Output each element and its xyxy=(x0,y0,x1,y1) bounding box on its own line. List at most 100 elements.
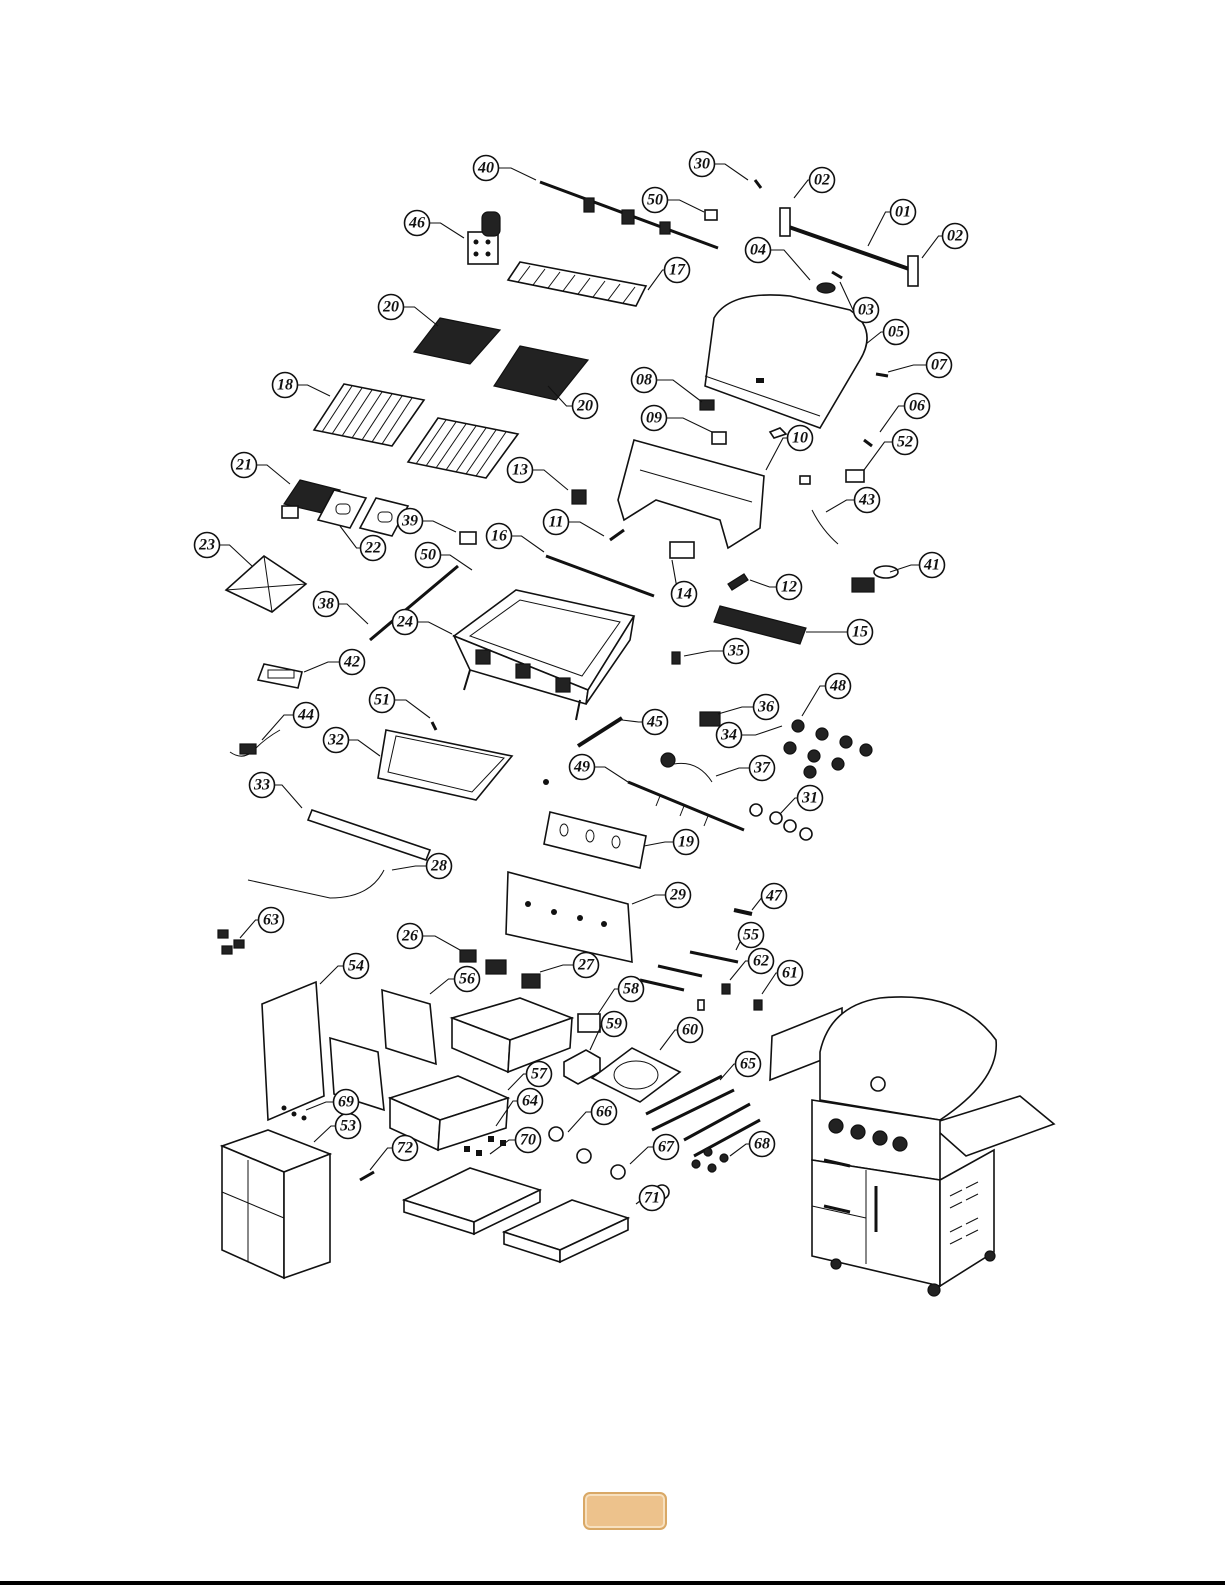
callout-01: 01 xyxy=(868,200,916,247)
callout-38: 38 xyxy=(314,592,369,625)
part-box-14 xyxy=(670,542,694,558)
callout-label: 62 xyxy=(753,953,769,970)
callout-leader xyxy=(644,842,674,846)
callout-16: 16 xyxy=(487,524,545,553)
callout-66: 66 xyxy=(568,1100,617,1133)
part-burners xyxy=(318,490,408,536)
callout-label: 55 xyxy=(743,927,759,944)
callout-leader xyxy=(714,164,748,180)
callout-13: 13 xyxy=(508,458,569,491)
part-valve-27 xyxy=(522,974,540,988)
part-rear-frame xyxy=(618,440,764,548)
bottom-rule xyxy=(0,1581,1225,1585)
callout-53: 53 xyxy=(314,1114,361,1143)
callout-label: 32 xyxy=(327,732,344,749)
callout-44: 44 xyxy=(262,703,319,741)
callout-label: 59 xyxy=(606,1016,622,1033)
callout-label: 20 xyxy=(576,398,593,415)
callout-label: 71 xyxy=(644,1190,660,1207)
part-side-panel-54 xyxy=(262,982,324,1120)
part-cooking-grate-left xyxy=(314,384,424,446)
part-screw-07 xyxy=(876,374,888,376)
part-rod-16 xyxy=(546,556,654,596)
callout-46: 46 xyxy=(405,211,465,239)
part-grease-tray-frame xyxy=(378,730,512,800)
part-caster-66 xyxy=(549,1127,563,1141)
callout-leader xyxy=(598,989,619,1014)
callout-label: 36 xyxy=(757,699,774,716)
part-regulator xyxy=(852,566,898,592)
callout-29: 29 xyxy=(632,883,691,908)
callout-leader xyxy=(262,715,294,740)
part-nut xyxy=(543,779,549,785)
callout-leader xyxy=(256,465,290,484)
callout-label: 09 xyxy=(646,410,662,427)
callout-leader xyxy=(568,522,604,536)
callout-label: 29 xyxy=(669,887,686,904)
callout-26: 26 xyxy=(398,924,461,951)
callout-06: 06 xyxy=(880,394,930,433)
callout-leader xyxy=(770,250,810,280)
callout-leader xyxy=(840,282,854,310)
callout-leader xyxy=(802,686,826,716)
callout-leader xyxy=(730,961,749,980)
callout-35: 35 xyxy=(684,639,749,664)
part-valve-36 xyxy=(700,712,720,726)
callout-11: 11 xyxy=(544,510,605,537)
part-rear-burner xyxy=(714,606,806,644)
callout-leader xyxy=(880,406,905,432)
part-caster-67 xyxy=(611,1165,625,1179)
callout-leader xyxy=(656,380,702,402)
callout-leader xyxy=(750,580,777,587)
part-valve-26 xyxy=(460,950,476,962)
callout-leader xyxy=(297,385,330,396)
part-drawer-upper xyxy=(452,998,572,1072)
part-screw xyxy=(755,180,761,188)
callout-label: 49 xyxy=(573,759,590,776)
callout-21: 21 xyxy=(232,453,291,485)
callout-label: 60 xyxy=(682,1022,698,1039)
callout-leader xyxy=(660,1030,678,1050)
callout-label: 43 xyxy=(858,492,875,509)
part-ignition-module xyxy=(258,664,302,688)
callout-37: 37 xyxy=(716,756,775,781)
callout-14: 14 xyxy=(672,560,697,607)
part-latch-62 xyxy=(722,984,730,994)
callout-67: 67 xyxy=(630,1135,679,1165)
callout-leader xyxy=(594,767,628,782)
part-washers-68 xyxy=(692,1148,728,1172)
callout-label: 39 xyxy=(401,513,418,530)
callout-label: 42 xyxy=(343,654,360,671)
callout-02: 02 xyxy=(794,168,835,199)
callout-leader xyxy=(720,1064,736,1080)
callout-leader xyxy=(348,740,380,756)
callout-07: 07 xyxy=(888,353,952,378)
part-gas-tube xyxy=(661,753,712,782)
callout-label: 54 xyxy=(348,958,364,975)
callout-54: 54 xyxy=(320,954,369,985)
callout-label: 11 xyxy=(548,514,563,531)
callout-23: 23 xyxy=(195,533,253,567)
callout-39: 39 xyxy=(398,509,457,534)
callout-leader xyxy=(630,1147,654,1164)
part-clip-35 xyxy=(672,652,680,664)
callout-leader xyxy=(888,365,927,372)
callout-leader xyxy=(240,920,259,938)
part-door-56 xyxy=(382,990,436,1064)
callout-leader xyxy=(540,965,574,972)
callout-label: 72 xyxy=(397,1140,413,1157)
callout-32: 32 xyxy=(324,728,381,757)
callout-label: 41 xyxy=(923,557,940,574)
callout-leader xyxy=(340,526,361,548)
callout-40: 40 xyxy=(474,156,537,181)
callout-leader xyxy=(314,1126,336,1142)
callout-label: 40 xyxy=(477,160,494,177)
callout-leader xyxy=(219,545,252,566)
callout-leader xyxy=(666,418,712,432)
callout-label: 06 xyxy=(909,398,925,415)
callout-label: 02 xyxy=(814,172,830,189)
callout-label: 51 xyxy=(374,692,390,709)
callout-label: 18 xyxy=(277,377,293,394)
callout-45: 45 xyxy=(622,710,668,735)
